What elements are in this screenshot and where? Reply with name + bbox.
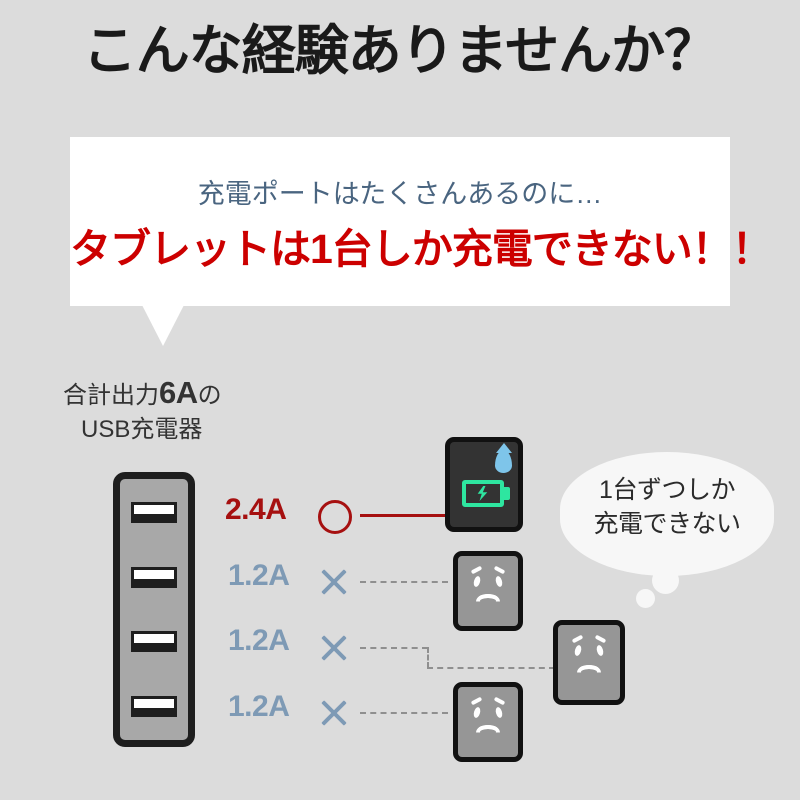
thought-bubble-line2: 充電できない <box>593 509 741 538</box>
cross-mark-icon-4 <box>318 697 350 729</box>
battery-charging-icon <box>462 480 510 507</box>
thought-bubble-dot-small <box>636 589 655 608</box>
usb-port-3 <box>131 631 177 652</box>
callout-box: 充電ポートはたくさんあるのに… タブレットは1台しか充電できない！！ <box>70 137 773 306</box>
cross-mark-icon-3 <box>318 632 350 664</box>
amp-label-2: 1.2A <box>228 559 290 592</box>
sad-face-icon <box>458 687 518 757</box>
connector-line-1 <box>360 514 446 517</box>
sad-face-icon <box>458 556 518 626</box>
charger-caption-line1: 合計出力6Aの <box>63 372 222 414</box>
thought-bubble-line1: 1台ずつしか <box>599 476 735 504</box>
connector-line-3v <box>427 647 429 668</box>
charger-caption: 合計出力6Aの USB充電器 <box>63 372 222 446</box>
connector-line-2 <box>360 581 448 583</box>
callout-maintext: タブレットは1台しか充電できない！！ <box>70 226 773 272</box>
connector-line-3b <box>427 667 555 669</box>
usb-port-4 <box>131 696 177 717</box>
cross-mark-icon-2 <box>318 566 350 598</box>
charger-caption-line2: USB充電器 <box>81 415 203 443</box>
amp-label-1: 2.4A <box>225 493 287 526</box>
connector-line-4 <box>360 712 448 714</box>
lightning-bolt-icon <box>477 486 488 501</box>
amp-label-4: 1.2A <box>228 690 290 723</box>
usb-port-1 <box>131 502 177 523</box>
amp-label-3: 1.2A <box>228 624 290 657</box>
thought-bubble: 1台ずつしか 充電できない <box>560 452 774 576</box>
callout-subtext: 充電ポートはたくさんあるのに… <box>197 179 603 209</box>
callout-tail <box>142 305 184 346</box>
water-drop-icon <box>495 450 512 473</box>
tablet-sad-3 <box>553 620 625 705</box>
usb-charger <box>113 472 195 747</box>
tablet-charging <box>445 437 523 532</box>
thought-bubble-dot-large <box>652 567 679 594</box>
charger-caption-suffix: の <box>197 382 222 409</box>
connector-line-3a <box>360 647 428 649</box>
tablet-sad-1 <box>453 551 523 631</box>
thought-bubble-text: 1台ずつしか 充電できない <box>560 474 774 542</box>
sad-face-icon <box>558 625 620 700</box>
circle-mark-icon <box>318 500 352 534</box>
charger-caption-amp: 6A <box>159 375 198 410</box>
tablet-sad-2 <box>453 682 523 762</box>
page-title: こんな経験ありませんか？ <box>82 21 718 81</box>
usb-port-2 <box>131 567 177 588</box>
charger-caption-prefix: 合計出力 <box>63 382 159 409</box>
